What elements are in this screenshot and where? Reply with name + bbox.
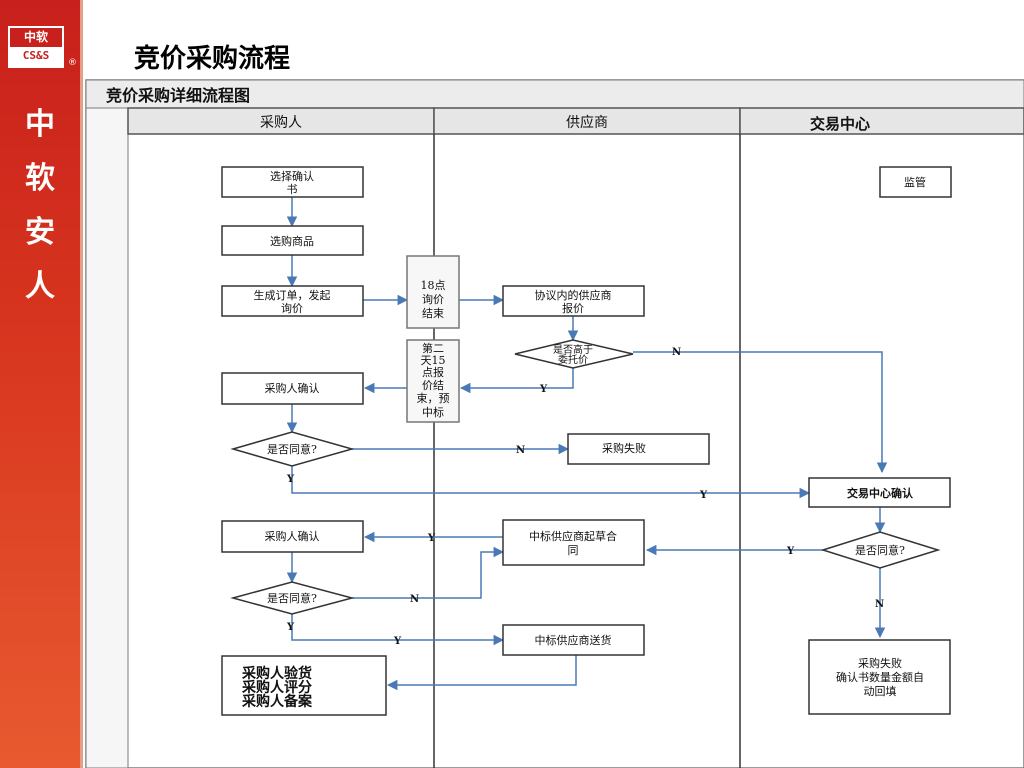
edge-arrow: [352, 546, 505, 599]
edge-arrow: [291, 614, 505, 646]
edge-label-no: N: [875, 599, 884, 610]
brand-sidebar: [0, 0, 80, 768]
edge-label-yes: Y: [539, 384, 548, 395]
brand-vertical-text: 中 软 安 人: [20, 98, 60, 314]
node-fail-autofill: [808, 639, 951, 715]
node-center-confirm: [808, 477, 951, 508]
node-agree-1: [230, 431, 355, 467]
brand-char: 人: [25, 269, 55, 304]
node-text: 确认书数量金额自: [836, 670, 924, 684]
lane-label-center: 交易中心: [810, 115, 870, 133]
node-text: 采购失败: [602, 441, 646, 455]
brand-char: 安: [25, 215, 55, 250]
edge-arrow: [633, 351, 888, 474]
edge-arrow: [386, 655, 577, 691]
registered-mark: ®: [68, 58, 77, 68]
lane-header-supplier: [433, 107, 741, 135]
node-winner-draft-contract: [502, 519, 645, 566]
brand-char: 中: [25, 107, 55, 142]
node-text: 束，预: [417, 392, 450, 405]
diagram-title: 竞价采购详细流程图: [106, 86, 250, 105]
edge-arrow: [291, 466, 811, 499]
node-text: 是否高于: [553, 343, 593, 356]
edge-label-no: N: [516, 445, 525, 456]
node-text: 中标: [422, 405, 444, 419]
sidebar-divider: [80, 0, 83, 768]
node-text: 是否同意?: [267, 442, 317, 456]
node-above-ceiling: [514, 339, 634, 369]
brand-char: 软: [25, 161, 55, 196]
logo-top-text: 中软: [10, 28, 62, 46]
node-text: 选购商品: [270, 234, 314, 248]
node-text: 是否同意?: [267, 591, 317, 605]
node-text: 价结: [422, 379, 444, 392]
lane-header-buyer: [127, 107, 435, 135]
lane-label-supplier: 供应商: [566, 114, 608, 131]
node-text: 中标供应商送货: [535, 633, 612, 647]
node-text: 点报: [422, 365, 444, 379]
node-supplier-quote: [502, 285, 645, 317]
node-text: 天15: [421, 354, 446, 367]
edge-label-yes: Y: [699, 490, 708, 501]
edge-label-yes: Y: [393, 636, 402, 647]
node-text: 结束: [422, 307, 444, 320]
logo-bottom-text: CS&S: [10, 46, 62, 65]
edge-label-no: N: [410, 594, 419, 605]
edge-label-yes: Y: [286, 622, 295, 633]
node-deadline-note-2: [406, 339, 460, 423]
node-text: 委托价: [558, 353, 588, 366]
node-select-goods: [221, 225, 364, 256]
node-text: 第二: [422, 341, 444, 355]
edge-arrow: [459, 368, 574, 394]
node-deadline-note-1: [406, 255, 460, 329]
lane-header-center: [739, 107, 1024, 135]
node-text: 采购失败: [858, 656, 902, 670]
node-create-order: [221, 285, 364, 317]
edge-label-yes: Y: [427, 533, 436, 544]
edge-label-yes: Y: [286, 474, 295, 485]
company-logo: 中软 CS&S: [8, 26, 64, 68]
node-text: 采购人确认: [265, 381, 320, 395]
edge-label-no: N: [672, 347, 681, 358]
lane-margin: [85, 107, 129, 768]
node-text: 选择确认: [270, 169, 314, 183]
node-text: 协议内的供应商: [535, 288, 612, 302]
node-select-confirmation: [221, 166, 364, 198]
node-agree-center: [820, 531, 941, 569]
node-buyer-confirm-2: [221, 520, 364, 553]
node-text: 中标供应商起草合: [529, 529, 617, 543]
node-text: 是否同意?: [855, 543, 905, 557]
node-text: 采购人验货: [241, 665, 312, 682]
node-text: 动回填: [864, 684, 897, 698]
diagram-title-bar: [85, 79, 1024, 109]
node-text: 监管: [904, 175, 926, 189]
node-supervision: [879, 166, 952, 198]
node-text: 采购人确认: [265, 529, 320, 543]
node-text: 同: [568, 544, 579, 557]
edge-label-yes: Y: [786, 546, 795, 557]
node-winner-deliver: [502, 624, 645, 656]
node-text: 生成订单，发起: [254, 288, 331, 302]
node-agree-2: [230, 581, 355, 615]
node-text: 报价: [562, 301, 584, 315]
node-text: 询价: [281, 302, 303, 315]
lane-label-buyer: 采购人: [260, 115, 302, 131]
node-buyer-confirm-1: [221, 372, 364, 405]
node-text: 书: [287, 183, 298, 196]
node-text: 交易中心确认: [847, 486, 914, 500]
node-text: 询价: [422, 293, 444, 306]
node-text: 采购人评分: [241, 679, 312, 696]
node-purchase-failed: [567, 433, 710, 465]
node-text: 采购人备案: [241, 693, 313, 710]
page-title: 竞价采购流程: [134, 44, 291, 74]
node-text: 18点: [421, 279, 446, 292]
node-final-steps: [221, 655, 387, 716]
